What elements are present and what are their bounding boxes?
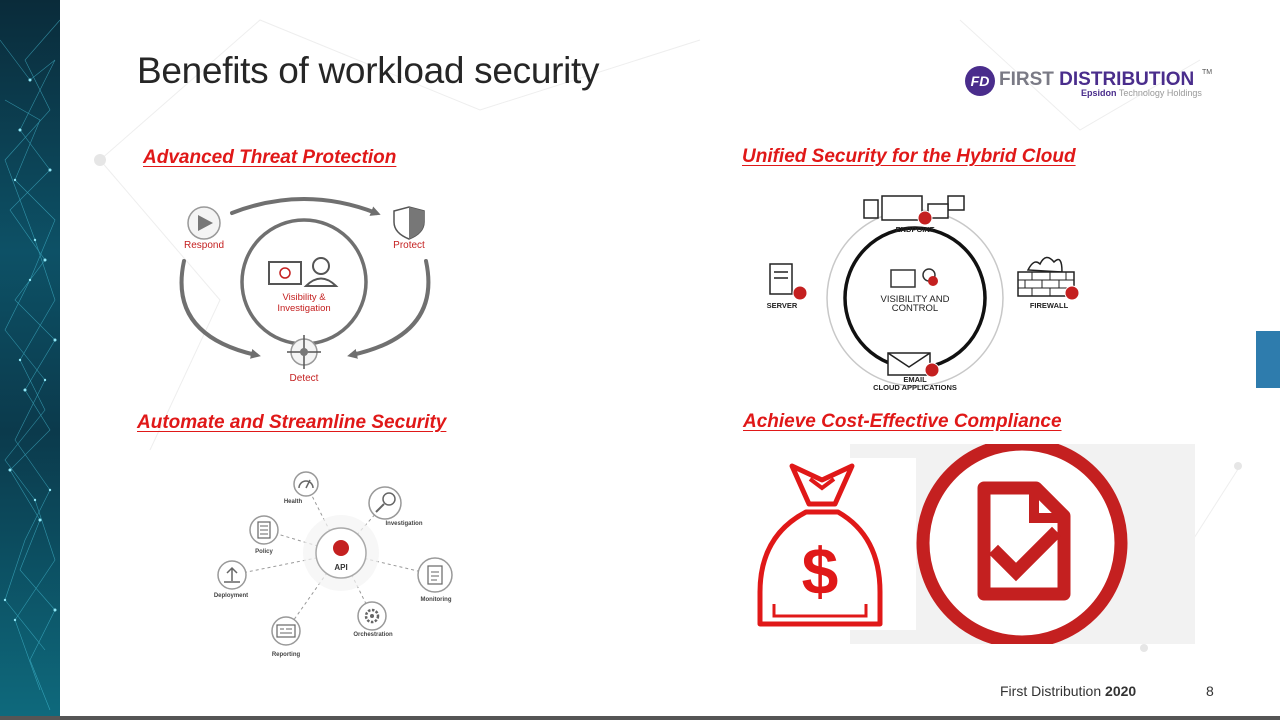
reporting-label: Reporting [272,652,301,658]
logo-word-distribution: DISTRIBUTION [1059,69,1195,90]
visibility-label-line2: Investigation [277,303,330,314]
compliance-illustration: $ [748,444,1195,644]
respond-play-icon [187,206,221,240]
firewall-icon [1017,256,1080,301]
logo-word-first: FIRST [999,69,1060,90]
first-distribution-logo: FD FIRST DISTRIBUTION TM Epsidon Technol… [965,66,1215,102]
health-label: Health [284,499,303,505]
visibility-center-circle [240,218,368,346]
threat-protection-cycle-diagram: Visibility & Investigation Respond Prote… [179,197,431,384]
logo-subtitle: Epsidon Technology Holdings [1081,88,1202,98]
arrow-protect-to-detect [347,259,431,359]
endpoint-label: ENDPOINT [896,225,935,234]
section-title-cost-effective-compliance: Achieve Cost-Effective Compliance [743,411,1062,432]
deployment-upload-icon [217,560,247,590]
section-title-automate-streamline-security: Automate and Streamline Security [137,412,447,433]
reporting-screen-icon [271,616,301,646]
detect-label: Detect [290,373,319,384]
api-label: API [334,563,347,572]
logo-sub-rest: Technology Holdings [1116,88,1202,98]
cloud-applications-label: CLOUD APPLICATIONS [873,383,957,392]
server-icon [769,263,808,301]
investigation-label: Investigation [385,521,422,527]
slide-title: Benefits of workload security [137,50,600,91]
monitoring-clipboard-icon [417,557,453,593]
firewall-label: FIREWALL [1030,301,1069,310]
logo-badge: FD [965,66,995,96]
protect-shield-icon [393,206,425,240]
compliance-document-check-icon [916,444,1128,644]
section-title-unified-security-hybrid-cloud: Unified Security for the Hybrid Cloud [742,146,1076,167]
api-automation-diagram: API Health Investigation Policy Deployme… [214,471,453,658]
bottom-divider [0,716,1280,720]
footer-company-name: First Distribution [1000,683,1106,699]
money-bag-icon [757,463,883,627]
policy-document-icon [249,515,279,545]
endpoint-devices-icon [863,195,965,226]
deployment-label: Deployment [214,593,248,599]
section-title-advanced-threat-protection: Advanced Threat Protection [143,147,397,168]
policy-label: Policy [255,549,273,555]
center-user-icon [890,268,938,288]
protect-label: Protect [393,240,425,251]
footer-year: 2020 [1105,683,1137,699]
investigation-magnifier-icon [368,486,402,520]
logo-trademark: TM [1202,69,1213,76]
network-pattern-graphic [0,19,60,711]
detect-crosshair-icon [287,335,321,369]
logo-wordmark: FIRST DISTRIBUTION [999,69,1194,91]
side-tab-marker [1256,331,1280,388]
respond-label: Respond [184,240,224,251]
api-shield-icon [333,540,349,556]
logo-sub-brand: Epsidon [1081,88,1117,98]
arrow-respond-to-detect [179,259,261,359]
email-envelope-icon [887,352,940,378]
server-label: SERVER [767,301,798,310]
health-gauge-icon [293,471,319,497]
monitoring-label: Monitoring [421,597,452,603]
email-label: EMAIL [903,375,927,384]
decorative-network-strip [0,0,60,720]
hybrid-cloud-security-diagram: VISIBILITY AND CONTROL ENDPOINT SERVER F… [767,195,1080,392]
page-number: 8 [1206,683,1214,699]
orchestration-gear-icon [357,601,387,631]
dollar-sign: $ [802,534,839,608]
visibility-control-line1: VISIBILITY AND [881,294,950,305]
visibility-control-line2: CONTROL [892,303,938,314]
analyst-workstation-icon [268,257,339,287]
orchestration-label: Orchestration [353,632,393,638]
footer-company: First Distribution 2020 [1000,683,1136,699]
visibility-label-line1: Visibility & [282,292,326,303]
arrow-respond-to-protect [230,197,381,216]
